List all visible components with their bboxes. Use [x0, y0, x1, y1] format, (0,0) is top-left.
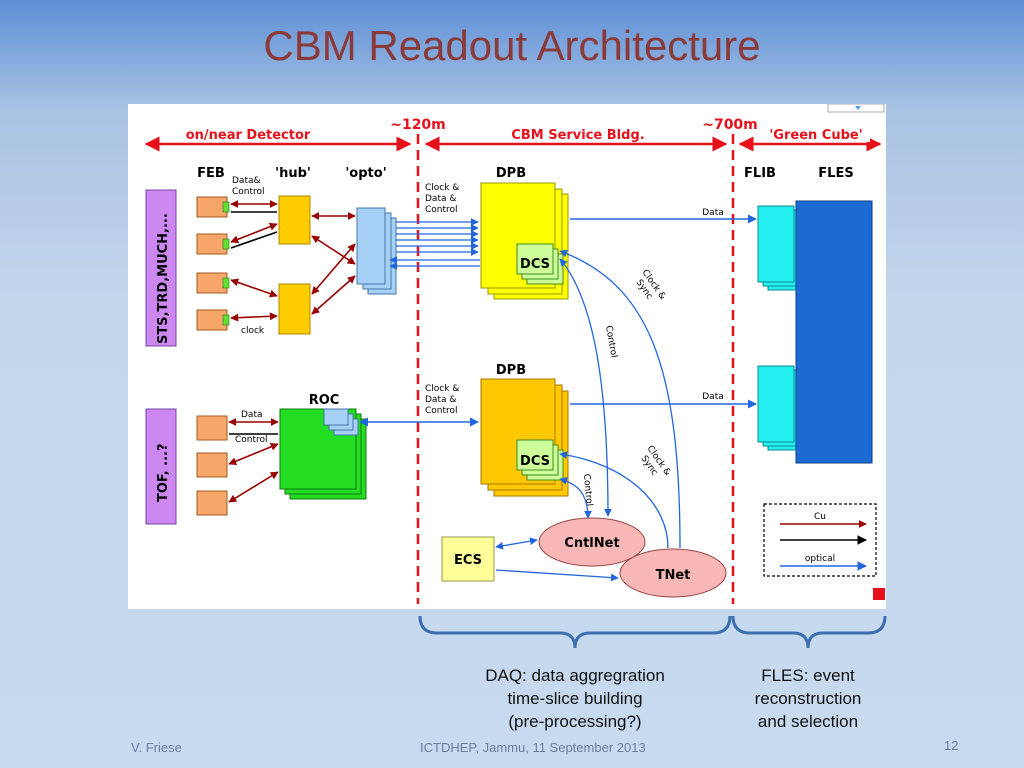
hub-top	[278, 195, 311, 245]
detector-tof-label: TOF, ...?	[156, 443, 171, 502]
distance-120m-label: ~120m	[390, 117, 446, 133]
fles-heading: FLES	[818, 166, 853, 181]
control-sync-links	[495, 249, 681, 582]
opto-clock-label-2: Data &	[425, 194, 456, 204]
opto-clock-label-1: Clock &	[425, 183, 459, 193]
dpb-top-heading: DPB	[496, 166, 526, 181]
feb-heading: FEB	[197, 166, 225, 181]
detector-sts-trd-much	[145, 189, 177, 347]
cntlnet-label: CntlNet	[564, 536, 619, 551]
feb-data-control-label-1: Data&	[232, 176, 261, 186]
zone-header: on/near Detector CBM Service Bldg. 'Gree…	[144, 117, 882, 152]
brace-daq	[418, 615, 732, 649]
cntlnet-node	[538, 517, 646, 567]
dcs-bottom-label: DCS	[520, 454, 550, 469]
roc-data-label: Data	[241, 410, 263, 420]
corner-widget	[827, 104, 885, 113]
page-number: 12	[944, 738, 959, 753]
caption-daq-line-3: (pre-processing?)	[508, 712, 642, 731]
roc-stack	[279, 408, 367, 500]
legend-cu-label: Cu	[814, 512, 826, 522]
opto-dpb-links	[389, 218, 480, 270]
dpb-bottom-heading: DPB	[496, 363, 526, 378]
readout-architecture-diagram: on/near Detector CBM Service Bldg. 'Gree…	[128, 104, 886, 609]
detector-tof	[145, 408, 177, 525]
zone-greencube-label: 'Green Cube'	[769, 128, 862, 143]
dpb-bottom-stack	[480, 378, 569, 497]
roc-control-label: Control	[235, 435, 268, 445]
roc-clock-label-1: Clock &	[425, 384, 459, 394]
hub-bottom	[278, 283, 311, 335]
brace-fles	[731, 615, 887, 649]
zone-detector-label: on/near Detector	[186, 128, 311, 143]
caption-daq-line-1: DAQ: data aggregration	[485, 666, 665, 685]
brace-overlay	[418, 615, 887, 649]
ecs-box	[441, 536, 495, 582]
control-bottom-label: Control	[581, 473, 594, 506]
corner-widget-icon	[855, 106, 861, 110]
feb-roc-links	[228, 418, 279, 503]
opto-clock-label-3: Control	[425, 205, 458, 215]
feb-group-bottom	[196, 415, 228, 516]
hub-heading: 'hub'	[275, 166, 311, 181]
opto-heading: 'opto'	[345, 166, 386, 181]
opto-stack	[356, 207, 397, 295]
slide-title: CBM Readout Architecture	[263, 22, 761, 69]
hub-opto-links	[311, 212, 356, 315]
caption-fles-line-2: reconstruction	[754, 689, 862, 708]
footer-event: ICTDHEP, Jammu, 11 September 2013	[420, 740, 646, 755]
legend-optical-label: optical	[805, 554, 835, 564]
dcs-top-label: DCS	[520, 257, 550, 272]
caption-daq: DAQ: data aggregration time-slice buildi…	[460, 664, 690, 733]
roc-clock-label-3: Control	[425, 406, 458, 416]
corner-red-marker	[873, 588, 885, 600]
caption-fles-line-3: and selection	[757, 712, 859, 731]
dpb-bottom-data-label: Data	[702, 392, 724, 402]
control-top-label: Control	[603, 325, 618, 359]
feb-data-control-label-2: Control	[232, 187, 265, 197]
fles-block	[795, 200, 873, 464]
roc-label: ROC	[309, 393, 340, 408]
detector-sts-label: STS,TRD,MUCH,...	[156, 213, 171, 344]
dpb-top-data-label: Data	[702, 208, 724, 218]
zone-service-label: CBM Service Bldg.	[511, 128, 644, 143]
flib-heading: FLIB	[744, 166, 776, 181]
footer-author: V. Friese	[131, 740, 182, 755]
ecs-label: ECS	[454, 553, 482, 568]
feb-hub-links	[230, 200, 278, 322]
legend	[763, 503, 877, 577]
feb-clock-label: clock	[241, 326, 265, 336]
feb-group-top	[196, 196, 230, 331]
caption-fles-line-1: FLES: event	[761, 666, 855, 685]
distance-700m-label: ~700m	[702, 117, 758, 133]
dpb-top-stack	[480, 182, 569, 300]
caption-fles: FLES: event reconstruction and selection	[730, 664, 886, 733]
tnet-node	[619, 548, 727, 598]
roc-clock-label-2: Data &	[425, 395, 456, 405]
caption-daq-line-2: time-slice building	[507, 689, 643, 708]
tnet-label: TNet	[656, 568, 691, 583]
